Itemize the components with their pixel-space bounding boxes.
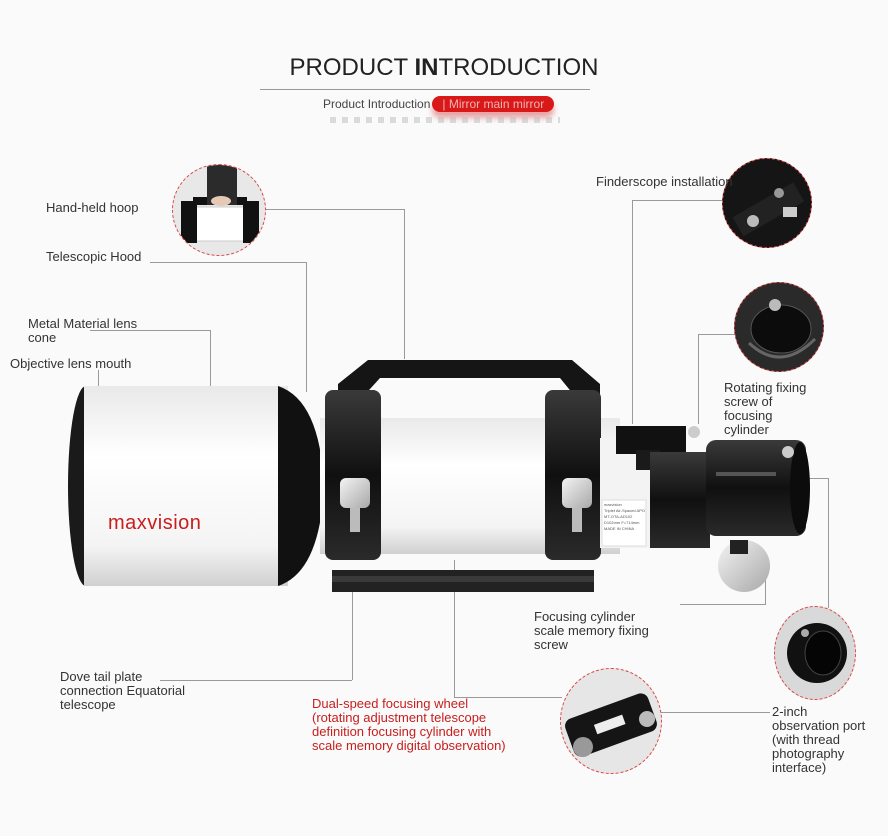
leader-dove-v — [352, 590, 353, 680]
spec-plate — [601, 499, 647, 547]
leader-hood-v — [306, 262, 307, 392]
label-focusing-cylinder-memory: Focusing cylinder scale memory fixing sc… — [534, 609, 649, 652]
detail-circle-observation-port — [774, 606, 856, 700]
label-finderscope-installation: Finderscope installation — [596, 174, 733, 189]
label-dove-tail-plate: Dove tail plate connection Equatorial te… — [60, 669, 186, 712]
maxvision-logo: maxvision — [108, 512, 202, 534]
leader-port-v — [828, 478, 829, 608]
leader-finder-h — [632, 200, 724, 201]
leader-rotate-v — [698, 334, 699, 424]
leader-port-h2 — [640, 712, 770, 713]
title-divider — [260, 89, 590, 90]
leader-hood-h — [150, 262, 306, 263]
two-inch-port — [790, 442, 810, 534]
label-rotating-fixing-screw: Rotating fixing screw of focusing cylind… — [724, 380, 807, 437]
leader-focus-h — [680, 604, 766, 605]
spec-plate-text: maxvision Triplet Air-Spaced APO MT-OTA-… — [604, 502, 645, 531]
hand-held-hoop — [338, 360, 600, 400]
subtitle-reflection — [330, 117, 560, 123]
detail-circle-finderscope — [722, 158, 812, 248]
page-title: PRODUCT INTRODUCTION — [289, 54, 599, 81]
leader-focus-v — [765, 560, 766, 604]
label-objective-lens-mouth: Objective lens mouth — [10, 356, 132, 371]
leader-rotate-h — [698, 334, 738, 335]
finderscope-base — [616, 426, 686, 454]
label-telescopic-hood: Telescopic Hood — [46, 249, 142, 264]
leader-finder-v — [632, 200, 633, 424]
leader-mouth-v — [98, 370, 99, 392]
leader-hoop-v — [404, 209, 405, 359]
dew-shield-tube — [84, 386, 288, 586]
label-dual-speed-focusing-wheel: Dual-speed focusing wheel (rotating adju… — [312, 696, 506, 753]
label-hand-held-hoop: Hand-held hoop — [46, 200, 139, 215]
leader-dual-h — [454, 697, 562, 698]
leader-dove-h — [160, 680, 352, 681]
focusing-cylinder — [706, 440, 806, 536]
focusing-memory-screw — [782, 446, 794, 458]
leader-hoop-h — [262, 209, 404, 210]
ring-knob-right — [562, 478, 592, 508]
leader-port-h — [806, 478, 828, 479]
ring-knob-left — [340, 478, 370, 508]
detail-circle-hoop — [172, 164, 266, 256]
subtitle: Product Introduction| Mirror main mirror — [323, 96, 555, 112]
focuser-body — [650, 452, 710, 548]
label-observation-port: 2-inch observation port (with thread pho… — [772, 704, 866, 775]
label-metal-lens-cone: Metal Material lens cone — [28, 316, 138, 345]
detail-circle-focus-wheel — [560, 668, 662, 774]
leader-dual-v — [454, 560, 455, 698]
tube-ring-right — [545, 390, 601, 560]
tube-ring-left — [325, 390, 381, 560]
rotating-fixing-screw — [688, 426, 700, 438]
detail-circle-rotating-screw — [734, 282, 824, 372]
leader-cone-v — [210, 330, 211, 392]
subtitle-highlight: | Mirror main mirror — [432, 96, 555, 112]
leader-cone-h — [90, 330, 210, 331]
telescopic-hood-ring — [278, 386, 324, 586]
